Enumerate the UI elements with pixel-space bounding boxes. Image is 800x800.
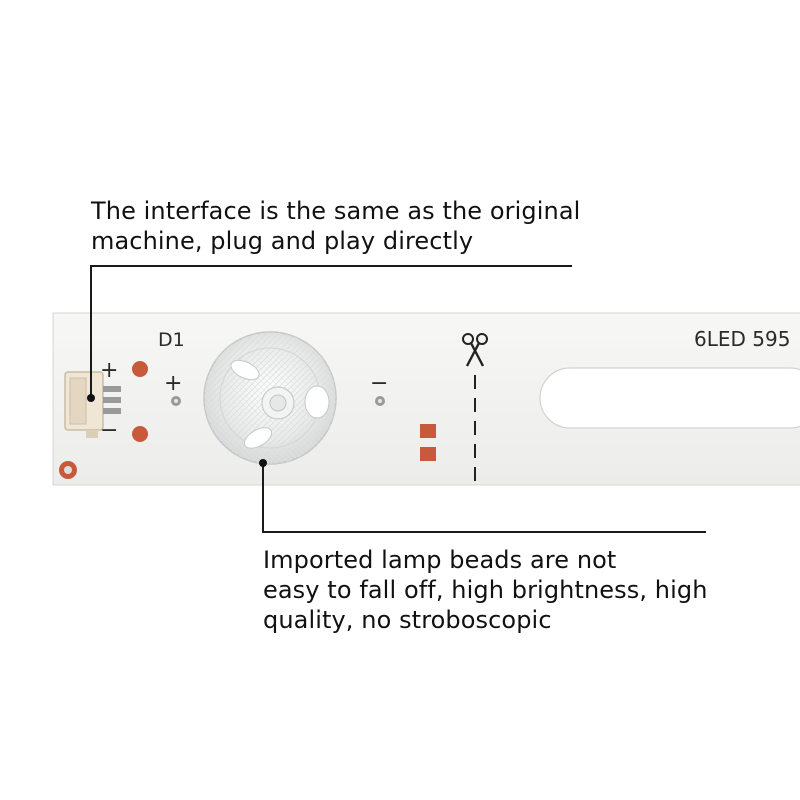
led-minus-label: − (370, 371, 388, 396)
connector-callout-text: The interface is the same as the origina… (91, 196, 580, 256)
square-pad (420, 424, 436, 438)
connector-callout-line-1: The interface is the same as the origina… (91, 197, 581, 225)
board-slot-cutout (539, 367, 800, 429)
wire-connector (64, 371, 121, 438)
led-plus-label: + (164, 371, 182, 396)
connector-callout-line-2: machine, plug and play directly (91, 227, 474, 255)
square-pad (420, 447, 436, 461)
led-lens (203, 331, 337, 465)
lamp-callout-line-1: Imported lamp beads are not (263, 546, 617, 574)
lamp-callout-line-3: quality, no stroboscopic (263, 606, 552, 634)
designator-label: D1 (158, 329, 185, 351)
solder-pad (132, 426, 148, 442)
lamp-callout-line-2: easy to fall off, high brightness, high (263, 576, 708, 604)
scissors-icon (462, 333, 488, 367)
callout-leader-connector (87, 265, 572, 402)
connector-minus-label: − (100, 418, 118, 443)
connector-plus-label: + (100, 358, 118, 383)
model-label: 6LED 595 (694, 327, 790, 351)
callout-leader-lamp (259, 459, 706, 533)
lamp-callout-text: Imported lamp beads are not easy to fall… (263, 545, 708, 635)
solder-pad (132, 361, 148, 377)
led-strip-board (52, 312, 800, 486)
